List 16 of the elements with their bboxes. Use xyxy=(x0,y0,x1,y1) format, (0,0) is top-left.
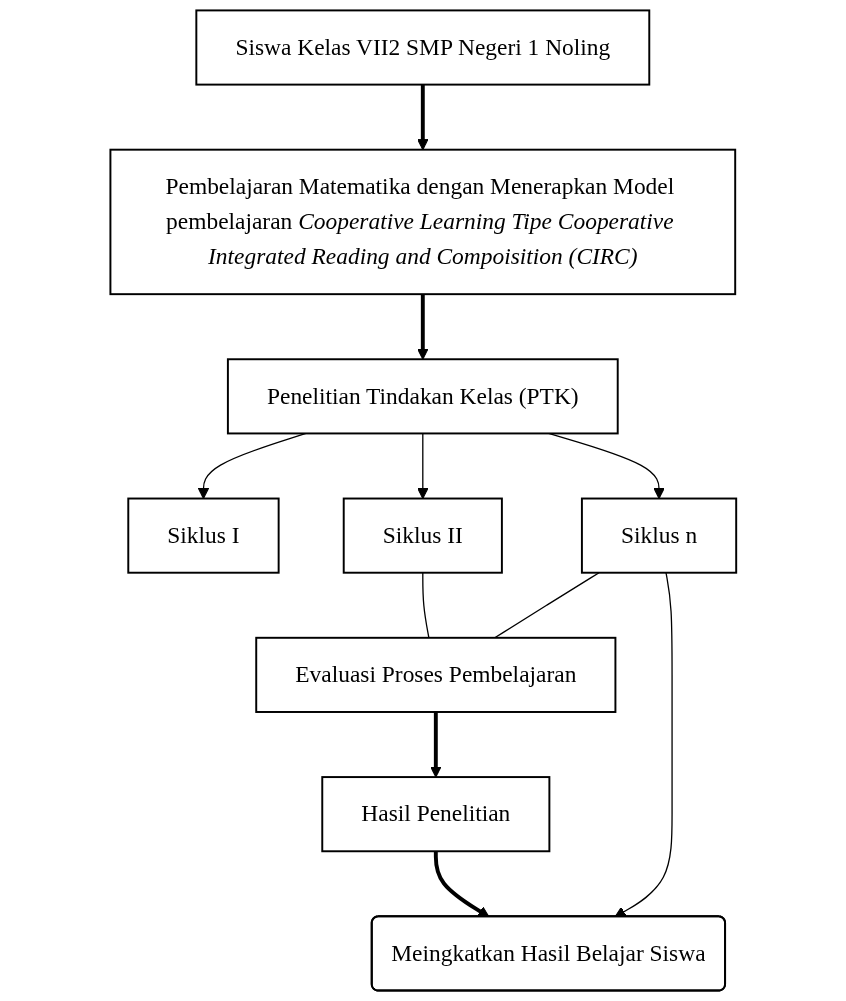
node-box: Siswa Kelas VII2 SMP Negeri 1 Noling xyxy=(195,9,650,86)
node-box: Siklus n xyxy=(580,497,737,574)
node-box: Pembelajaran Matematika dengan Menerapkan Model pembelajaran Cooperative Learning Tipe Cooperative Integrated Reading and Compoisition (CIRC) xyxy=(109,148,736,296)
arrow xyxy=(416,294,429,360)
connector xyxy=(421,572,430,639)
arrow xyxy=(614,572,673,918)
arrow xyxy=(429,712,442,778)
node-box: Evaluasi Proses Pembelajaran xyxy=(254,636,617,713)
arrow xyxy=(416,432,429,500)
node-box: Siklus I xyxy=(127,497,280,574)
node-box: Siklus II xyxy=(342,497,503,574)
node-box: Hasil Penelitian xyxy=(320,776,551,853)
node-box: Penelitian Tindakan Kelas (PTK) xyxy=(226,358,619,435)
arrow xyxy=(433,851,490,918)
arrow xyxy=(416,84,429,151)
connector xyxy=(493,572,600,639)
